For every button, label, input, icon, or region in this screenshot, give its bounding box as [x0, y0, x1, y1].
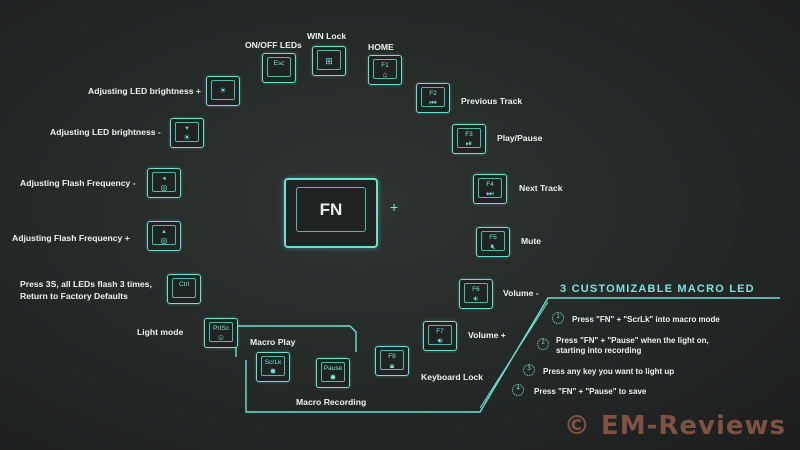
label-home: HOME — [368, 42, 394, 52]
label-play-pause: Play/Pause — [497, 133, 543, 143]
macro-panel-inner-line — [479, 301, 549, 409]
label-macro-play: Macro Play — [250, 337, 296, 347]
home-icon: ⌂ — [382, 70, 388, 79]
label-onoff-leds: ON/OFF LEDs — [245, 40, 302, 50]
key-f2-label: F2 — [429, 90, 437, 97]
label-flash-frequency-up: Adjusting Flash Frequency + — [12, 233, 130, 243]
key-scrlk: ScrLk ✹ — [256, 352, 290, 382]
macro-panel-border — [245, 297, 780, 413]
label-light-mode: Light mode — [137, 327, 184, 337]
key-fn-label: FN — [319, 200, 343, 219]
label-flash-frequency-down: Adjusting Flash Frequency - — [20, 178, 136, 188]
key-pause: Pause ✹ — [316, 358, 350, 388]
volume-down-icon: 🔉︎ — [473, 294, 479, 303]
label-volume-up: Volume + — [468, 330, 506, 340]
key-prtsc: PrtSc ☺ — [204, 318, 238, 348]
step-1-icon: 1 — [552, 312, 564, 324]
arrow-left-icon: ◂ — [162, 175, 166, 182]
label-led-brightness-up: Adjusting LED brightness + — [88, 86, 201, 96]
key-f3: F3 ⏯︎ — [452, 124, 486, 154]
macro-led-icon: ✹ — [269, 367, 277, 376]
label-reset-line1: Press 3S, all LEDs flash 3 times, — [20, 279, 152, 289]
macro-step-2-line1: Press "FN" + "Pause" when the light on, — [556, 336, 709, 345]
key-prtsc-label: PrtSc — [213, 325, 229, 332]
brightness-icon: ☀ — [219, 86, 227, 95]
macro-title: 3 CUSTOMIZABLE MACRO LED — [560, 283, 755, 295]
step-3-icon: 3 — [523, 364, 535, 376]
key-esc: Esc — [262, 53, 296, 83]
key-led-up: ☀ — [206, 76, 240, 106]
arrow-up-icon: ▴ — [162, 228, 166, 235]
step-4-icon: 4 — [512, 384, 524, 396]
label-led-brightness-down: Adjusting LED brightness - — [50, 127, 161, 137]
key-f5-label: F5 — [489, 234, 497, 241]
key-scrlk-label: ScrLk — [264, 359, 282, 366]
key-f8: F8 🔒︎ — [375, 346, 409, 376]
key-f1: F1 ⌂ — [368, 55, 402, 85]
label-keyboard-lock: Keyboard Lock — [421, 372, 484, 382]
key-f1-label: F1 — [381, 62, 389, 69]
macro-step-3: Press any key you want to light up — [543, 367, 675, 376]
key-f4: F4 ⏭︎ — [473, 174, 507, 204]
key-ctrl: Ctrl — [167, 274, 201, 304]
key-f6-label: F6 — [472, 286, 480, 293]
key-flash-up: ▴ ◎ — [147, 221, 181, 251]
previous-track-icon: ⏮︎ — [429, 98, 437, 107]
key-esc-label: Esc — [273, 60, 285, 67]
flash-frequency-icon: ◎ — [160, 183, 168, 192]
key-f7: F7 🔊︎ — [423, 321, 457, 351]
label-mute: Mute — [521, 236, 542, 246]
brightness-icon: ☀ — [183, 133, 191, 142]
label-win-lock: WIN Lock — [307, 31, 347, 41]
key-f5: F5 🔇︎ — [476, 227, 510, 257]
key-f4-label: F4 — [486, 181, 494, 188]
key-led-down: ▾ ☀ — [170, 118, 204, 148]
lock-icon: 🔒︎ — [389, 361, 395, 370]
light-mode-icon: ☺ — [216, 333, 226, 342]
flash-frequency-icon: ◎ — [160, 236, 168, 245]
key-f7-label: F7 — [436, 328, 444, 335]
macro-step-2-line2: starting into recording — [556, 346, 642, 355]
macro-step-4: Press "FN" + "Pause" to save — [534, 387, 647, 396]
step-2-icon: 2 — [537, 338, 549, 350]
next-track-icon: ⏭︎ — [486, 189, 494, 198]
key-win: ⊞ — [312, 46, 346, 76]
arrow-down-icon: ▾ — [185, 125, 189, 132]
key-f6: F6 🔉︎ — [459, 279, 493, 309]
key-f3-label: F3 — [465, 131, 473, 138]
key-ctrl-label: Ctrl — [178, 281, 190, 288]
label-next-track: Next Track — [519, 183, 563, 193]
watermark: © EM-Reviews — [563, 411, 786, 441]
key-fn: FN — [284, 178, 378, 248]
label-reset-line2: Return to Factory Defaults — [20, 291, 128, 301]
play-pause-icon: ⏯︎ — [465, 139, 473, 148]
plus-sign: + — [390, 199, 399, 215]
volume-up-icon: 🔊︎ — [437, 336, 443, 345]
label-macro-recording: Macro Recording — [296, 397, 367, 407]
mute-icon: 🔇︎ — [490, 242, 496, 251]
macro-led-icon: ✹ — [329, 373, 337, 382]
label-volume-down: Volume - — [503, 288, 539, 298]
key-flash-down: ◂ ◎ — [147, 168, 181, 198]
key-pause-label: Pause — [323, 365, 343, 372]
macro-step-1: Press "FN" + "ScrLk" into macro mode — [572, 315, 720, 324]
windows-logo-icon: ⊞ — [325, 56, 333, 66]
label-previous-track: Previous Track — [461, 96, 523, 106]
key-f8-label: F8 — [388, 353, 396, 360]
key-f2: F2 ⏮︎ — [416, 83, 450, 113]
